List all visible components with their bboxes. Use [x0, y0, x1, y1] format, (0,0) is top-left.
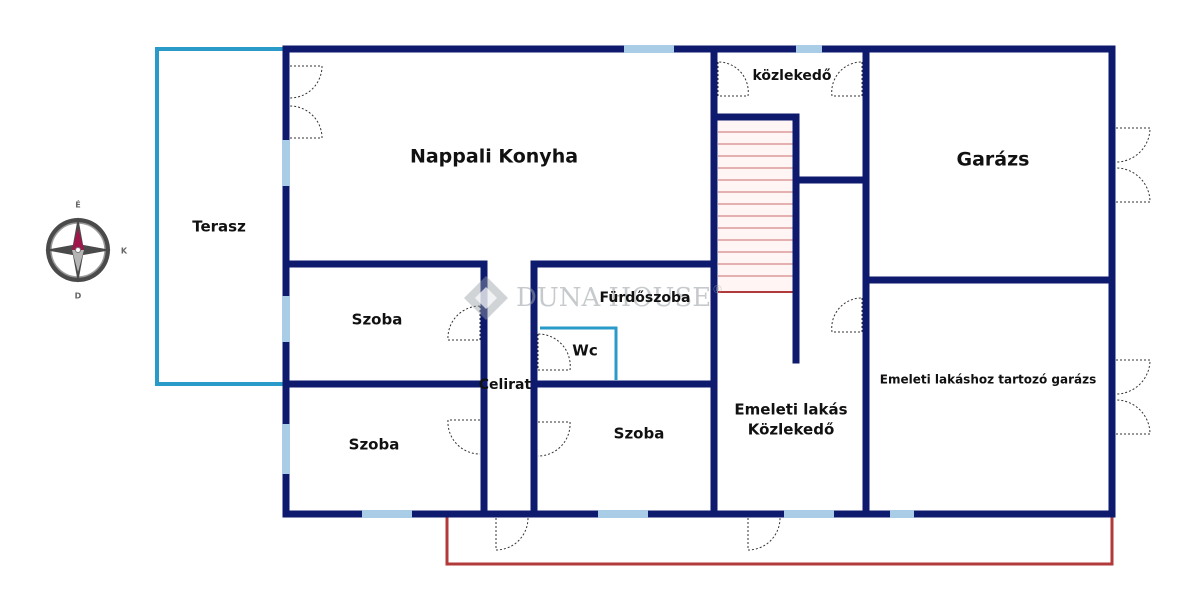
- window: [890, 510, 914, 518]
- window: [784, 510, 834, 518]
- room-label-garazs: Garázs: [957, 149, 1030, 171]
- door-swing: [831, 297, 863, 333]
- door-swing: [831, 61, 863, 97]
- compass-east-label: K: [121, 247, 128, 256]
- door-swing: [537, 333, 571, 371]
- room-label-szoba-upper-left: Szoba: [352, 311, 403, 329]
- window: [796, 45, 822, 53]
- door-swing: [747, 517, 781, 551]
- terrace-outline: [155, 47, 286, 386]
- room-label-emeleti-lakas-line1: Emeleti lakás: [734, 401, 847, 419]
- door-swing: [289, 65, 323, 99]
- walls: [282, 45, 1116, 518]
- window: [624, 45, 674, 53]
- room-label-wc: Wc: [572, 342, 597, 360]
- room-label-emeleti-garazs: Emeleti lakáshoz tartozó garázs: [880, 373, 1096, 387]
- doors: [289, 61, 1151, 551]
- door-swing: [447, 305, 481, 341]
- room-label-kozlekedo: közlekedő: [752, 68, 831, 84]
- door-swing: [1115, 359, 1151, 395]
- room-label-szoba-lower-left: Szoba: [349, 436, 400, 454]
- room-label-nappali-konyha: Nappali Konyha: [410, 146, 578, 168]
- window: [362, 510, 412, 518]
- room-label-szoba-middle: Szoba: [614, 425, 665, 443]
- door-swing: [495, 517, 529, 551]
- watermark-registered-mark: ®: [712, 283, 723, 296]
- room-label-emeleti-lakas-line2: Közlekedő: [748, 421, 835, 439]
- door-swing: [1115, 399, 1151, 435]
- compass-north-label: É: [75, 199, 80, 210]
- compass: É K D: [45, 199, 128, 301]
- door-swing: [1115, 127, 1151, 163]
- window: [282, 140, 290, 186]
- compass-south-label: D: [75, 292, 82, 301]
- compass-south-needle-icon: [72, 250, 84, 272]
- staircase: [718, 120, 798, 293]
- property-boundary-line: [445, 514, 1114, 566]
- window: [282, 424, 290, 474]
- wc-partition: [540, 326, 618, 380]
- door-swing: [1115, 167, 1151, 203]
- window: [282, 296, 290, 342]
- door-swing: [717, 61, 749, 97]
- windows: [282, 45, 914, 518]
- door-swing: [537, 421, 571, 457]
- door-swing: [289, 105, 323, 139]
- watermark-brand: DUNA HOUSE: [516, 283, 711, 313]
- window: [598, 510, 648, 518]
- room-label-celirat: Celirat: [479, 377, 532, 393]
- room-label-terasz: Terasz: [192, 218, 246, 236]
- watermark: DUNA HOUSE ®: [464, 276, 723, 320]
- room-label-furdoszoba: Fürdőszoba: [600, 290, 691, 306]
- door-swing: [447, 419, 481, 455]
- compass-north-needle-icon: [72, 228, 84, 250]
